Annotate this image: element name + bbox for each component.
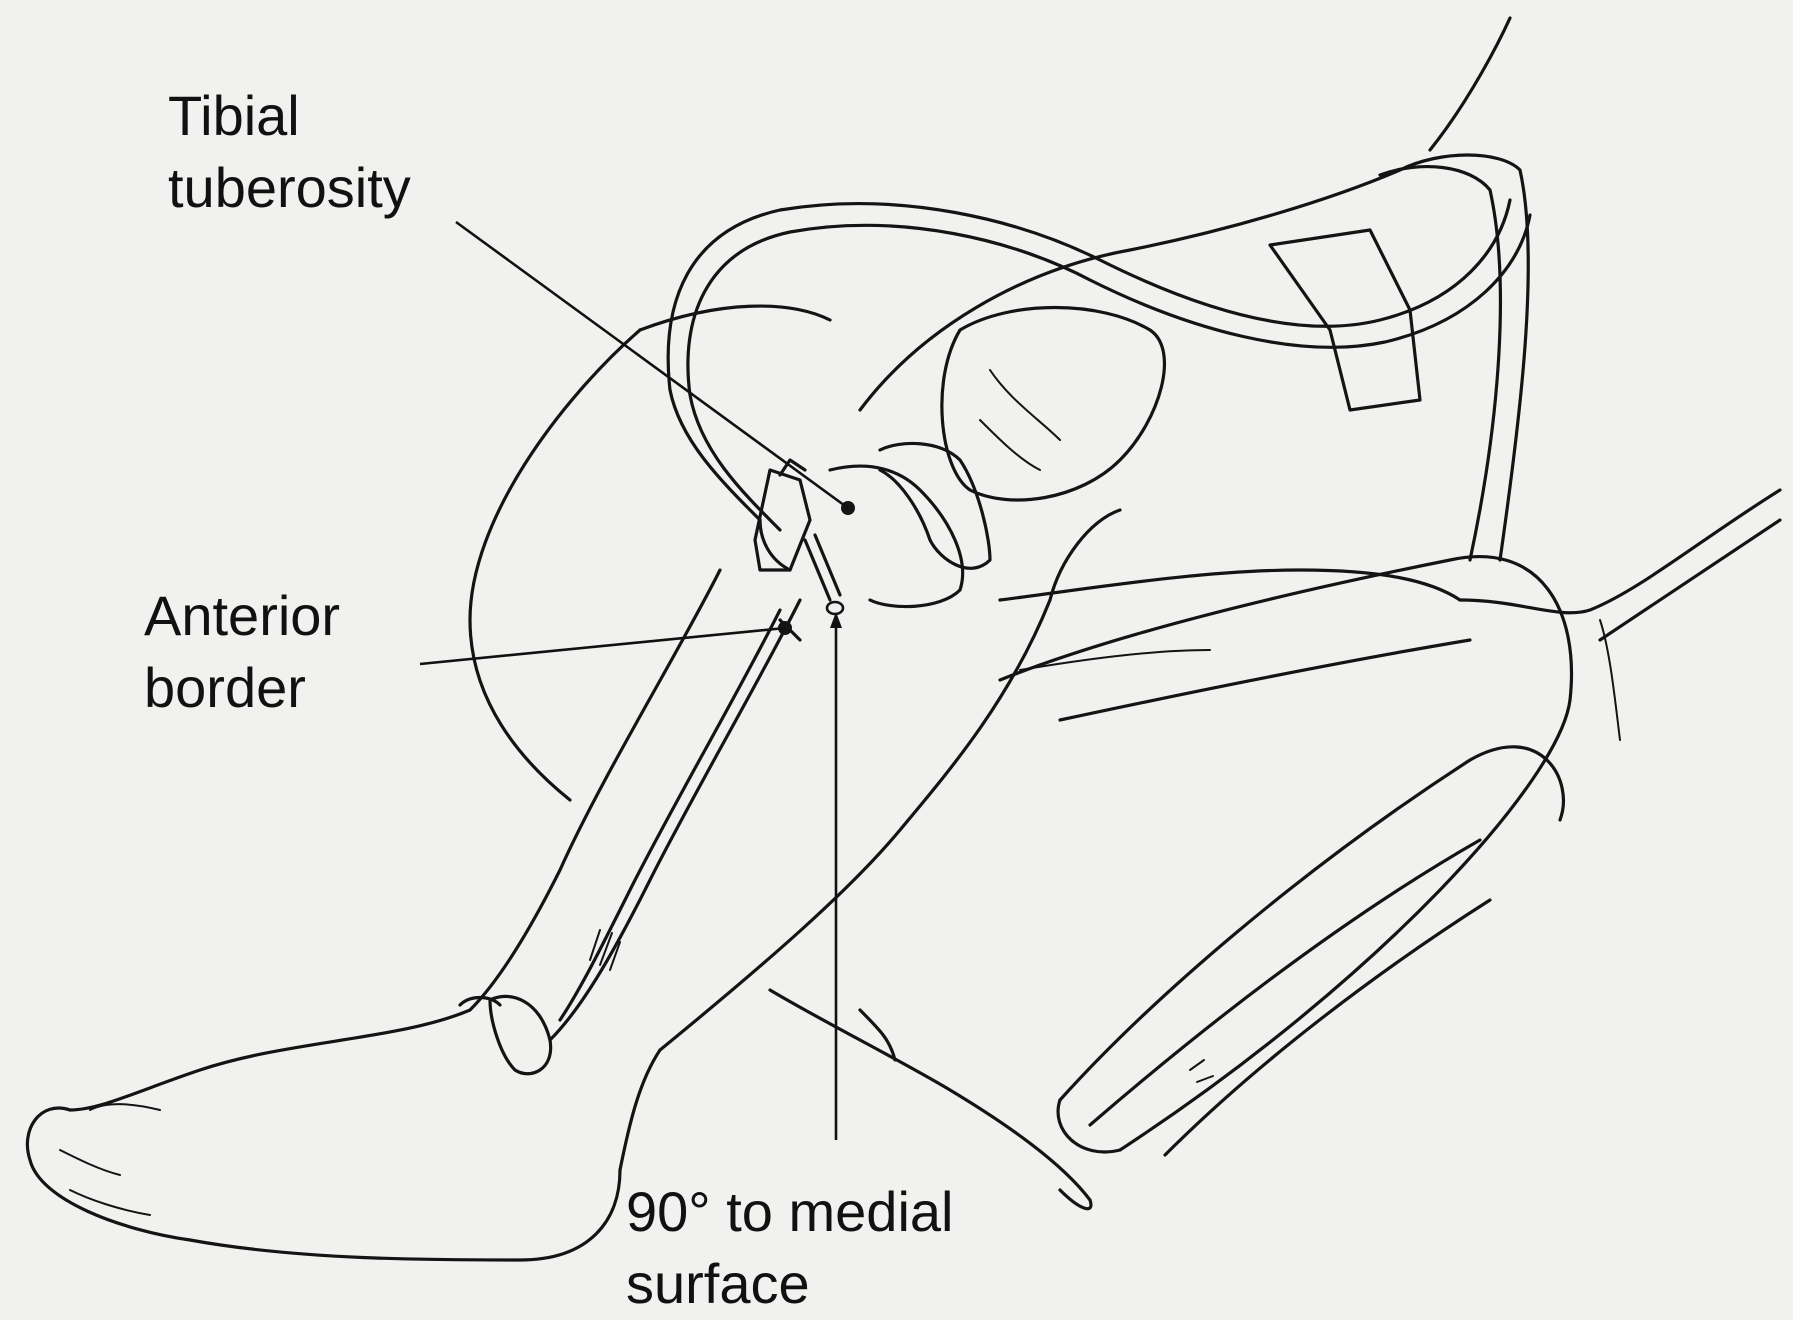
label-tibial-tuberosity-line1: Tibial (168, 80, 411, 152)
intraosseous-needle (755, 460, 855, 635)
leader-anterior-border (420, 628, 785, 664)
label-anterior-border-line1: Anterior (144, 580, 340, 652)
thigh (860, 18, 1780, 740)
label-medial-surface-line1: 90° to medial (626, 1176, 953, 1248)
label-anterior-border-line2: border (144, 652, 340, 724)
leader-tibial-tuberosity (456, 222, 848, 508)
knee (830, 308, 1164, 607)
label-tibial-tuberosity: Tibial tuberosity (168, 80, 411, 224)
label-medial-surface: 90° to medial surface (626, 1176, 953, 1320)
foot (27, 996, 660, 1260)
knee-support-roll (470, 306, 1572, 1155)
label-anterior-border: Anterior border (144, 580, 340, 724)
leader-lines (420, 222, 848, 1140)
label-medial-surface-line2: surface (626, 1248, 953, 1320)
label-tibial-tuberosity-line2: tuberosity (168, 152, 411, 224)
